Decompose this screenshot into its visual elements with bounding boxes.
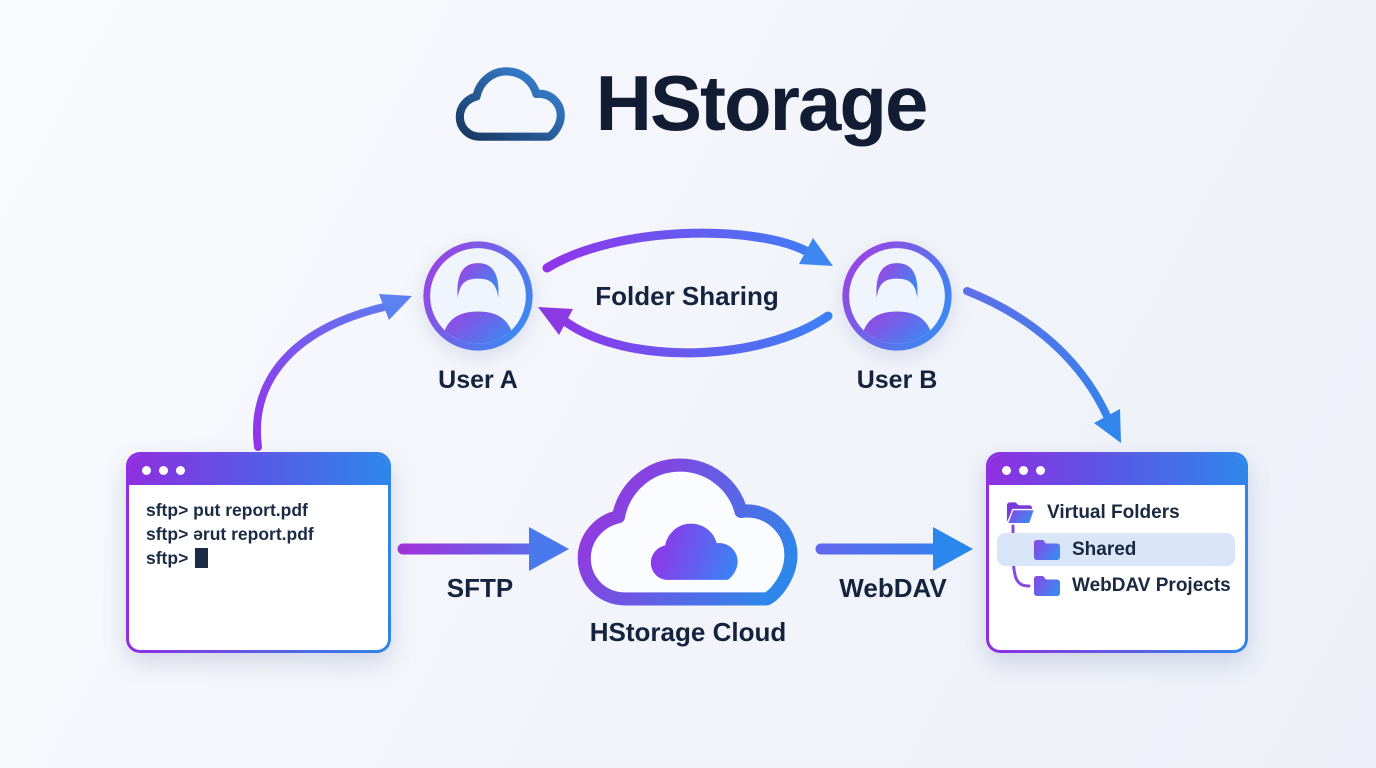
window-control-dot-icon — [176, 465, 185, 475]
arrow-share-b-to-a — [538, 307, 833, 358]
window-control-dot-icon — [159, 465, 168, 475]
sftp-terminal-window: sftp> put report.pdf sftp> ərut report.p… — [126, 452, 391, 653]
terminal-line-3: sftp> — [146, 546, 371, 570]
app-title: HStorage — [595, 59, 929, 147]
tree-item-virtual-folders[interactable]: Virtual Folders — [1005, 499, 1180, 527]
arrow-sftp — [397, 527, 569, 571]
folder-open-icon — [1006, 502, 1036, 525]
tree-item-webdav-projects[interactable]: WebDAV Projects — [1033, 571, 1231, 601]
folder-icon — [1034, 539, 1060, 560]
user-b-avatar-icon — [842, 241, 952, 351]
terminal-line-2: sftp> ərut report.pdf — [146, 524, 314, 544]
arrow-user-b-to-browser — [963, 287, 1121, 443]
tree-item-label: WebDAV Projects — [1072, 575, 1231, 596]
tree-item-shared[interactable]: Shared — [997, 533, 1235, 566]
window-control-dot-icon — [1002, 465, 1011, 475]
window-control-dot-icon — [142, 465, 151, 475]
app-logo: HStorage — [0, 58, 1376, 149]
user-a-avatar-icon — [423, 241, 533, 351]
user-b-label: User B — [856, 366, 938, 394]
tree-item-label: Shared — [1072, 538, 1137, 560]
hstorage-cloud-label: HStorage Cloud — [589, 617, 787, 647]
folder-icon — [1034, 576, 1060, 596]
terminal-line-1: sftp> put report.pdf — [146, 500, 308, 520]
folder-tree: Virtual Folders Shared — [989, 485, 1245, 650]
window-control-dot-icon — [1019, 465, 1028, 475]
hstorage-cloud-icon — [577, 458, 798, 606]
terminal-prompt: sftp> — [146, 548, 189, 568]
arrow-terminal-to-user-a — [253, 294, 412, 451]
user-a-label: User A — [438, 366, 518, 394]
terminal-titlebar — [129, 455, 388, 485]
sftp-label: SFTP — [446, 573, 514, 603]
file-browser-titlebar — [989, 455, 1245, 485]
cloud-logo-icon — [455, 66, 565, 141]
arrow-webdav — [815, 527, 973, 571]
arrow-share-a-to-b — [542, 228, 833, 273]
file-browser-window: Virtual Folders Shared — [986, 452, 1248, 653]
webdav-label: WebDAV — [839, 573, 947, 603]
terminal-cursor-icon — [195, 548, 209, 568]
tree-item-label: Virtual Folders — [1047, 502, 1180, 523]
window-control-dot-icon — [1036, 465, 1045, 475]
folder-sharing-label: Folder Sharing — [595, 281, 779, 311]
terminal-body[interactable]: sftp> put report.pdf sftp> ərut report.p… — [129, 485, 388, 650]
